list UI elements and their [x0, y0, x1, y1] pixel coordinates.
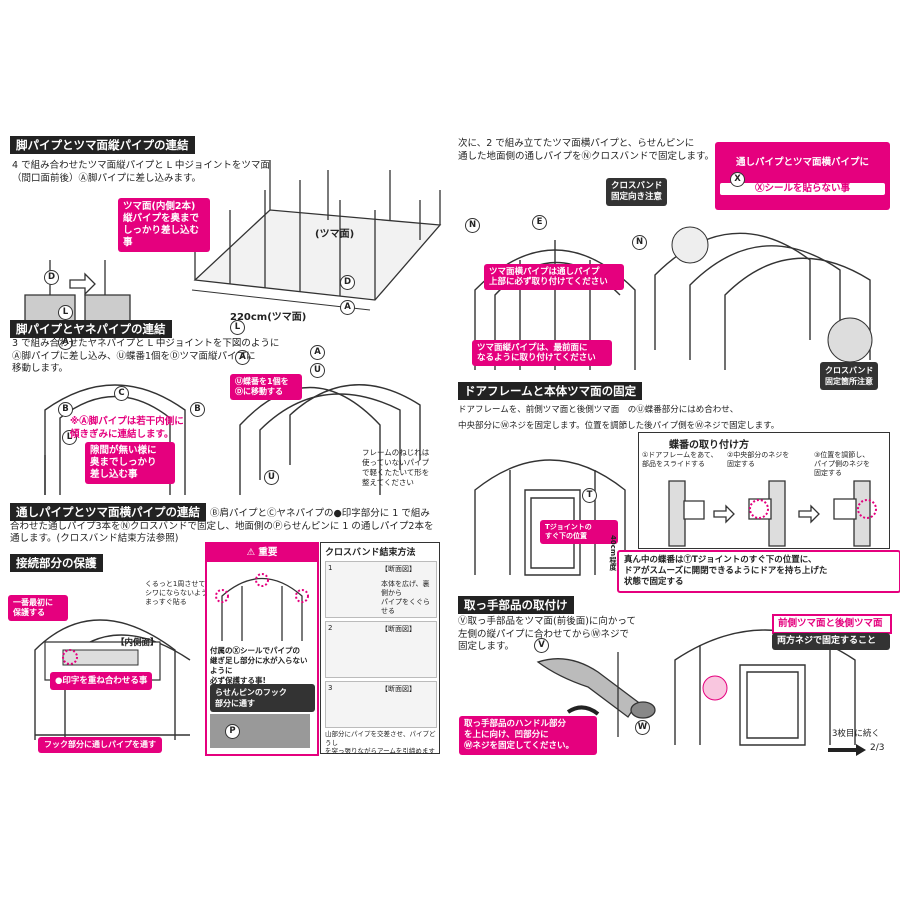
important-header: ⚠ 重要	[207, 544, 317, 562]
part-l-marker: L	[58, 305, 73, 320]
part-e-marker: E	[532, 215, 547, 230]
important-box: ⚠ 重要 付属のⓍシールでパイプの 継ぎ足し部分に水が入らないように 必ず保護す…	[205, 542, 319, 756]
crossband-step2-photo: 2 【断面図】	[325, 621, 437, 678]
section5-body: 次に、2 で組み立てたツマ面横パイプと、らせんピンに 通した地面側の通しパイプを…	[458, 138, 715, 162]
crossband-box: クロスバンド結束方法 1 【断面図】 本体を広げ、裏側から パイプをくぐらせる …	[320, 542, 440, 755]
warn-sub: Ⓧシールを貼らない事	[720, 183, 885, 195]
warn-title: 通しパイプとツマ面横パイプに	[735, 157, 869, 168]
crossband-step3-text: 山部分にパイプを交差させ、パイプどうし を突っ張りながらアームを引締めます	[325, 730, 436, 755]
part-a-marker-2: A	[340, 300, 355, 315]
both-screws-label: 両方ネジで固定すること	[772, 633, 890, 650]
section4-title: 接続部分の保護	[10, 554, 103, 572]
part-u-marker: U	[310, 363, 325, 378]
part-p-marker: P	[225, 724, 240, 739]
part-b-marker: B	[58, 402, 73, 417]
step-2-number: 2	[328, 624, 333, 632]
crossband-step1-photo: 1 【断面図】 本体を広げ、裏側から パイプをくぐらせる	[325, 561, 437, 618]
t-joint-label: Tジョイントの すぐ下の位置	[540, 520, 618, 544]
instruction-sheet: 脚パイプとツマ面縦パイプの連結 4 で組み合わせたツマ面縦パイプと L 中ジョイ…	[8, 130, 900, 770]
part-w-marker: W	[635, 720, 650, 735]
important-text: 付属のⓍシールでパイプの 継ぎ足し部分に水が入らないように 必ず保護する事!	[210, 646, 308, 685]
step-3-number: 3	[328, 684, 333, 692]
height-label: 40cm程度	[609, 535, 617, 571]
crossband-step3-photo: 3 【断面図】	[325, 681, 437, 728]
hinge-steps-illustration	[639, 481, 889, 546]
section3-body: Ⓑ肩パイプとⒸヤネパイプの●印字部分に 1 で組み 合わせた通しパイプ3本をⓃク…	[10, 508, 434, 544]
important-frame-icon	[212, 566, 312, 641]
hook-label: フック部分に通しパイプを通す	[38, 737, 162, 753]
spiral-pin-label: らせんピンのフック 部分に通す	[210, 684, 315, 712]
part-d-marker: D	[44, 270, 59, 285]
hinge-step2: ②中央部分のネジを 固定する	[727, 451, 790, 468]
part-a-marker-4: A	[310, 345, 325, 360]
crossband-view-label-3: 【断面図】	[381, 685, 416, 693]
part-n-marker-2: N	[632, 235, 647, 250]
section1-callout: ツマ面(内側2本) 縦パイプを奥まで しっかり差し込む事	[118, 198, 210, 252]
section3-title: 通しパイプとツマ面横パイプの連結	[10, 503, 206, 521]
page-number: 2/3	[870, 743, 885, 753]
hinge-step3: ③位置を調節し、 パイプ側のネジを 固定する	[814, 451, 870, 477]
align-label: ●印字を重ね合わせる事	[50, 672, 153, 690]
face-label: (ツマ面)	[315, 229, 355, 240]
front-back-label: 前側ツマ面と後側ツマ面	[772, 614, 892, 634]
part-n-marker: N	[465, 218, 480, 233]
hinge-step1: ①ドアフレームをあて、 部品をスライドする	[642, 451, 718, 468]
front-callout: ツマ面縦パイプは、最前面に なるように取り付けてください	[472, 340, 612, 366]
section1-body: 4 で組み合わせたツマ面縦パイプと L 中ジョイントをツマ面 （間口面前後）Ⓐ脚…	[12, 160, 270, 184]
section2-note: ※Ⓐ脚パイプは若干内側に 傾きぎみに連結します。	[70, 416, 184, 440]
part-u-marker-2: U	[264, 470, 279, 485]
next-arrow-icon	[828, 744, 866, 756]
part-x-marker: X	[730, 172, 745, 187]
part-l-marker-3: L	[62, 430, 77, 445]
first-protect-label: 一番最初に 保護する	[8, 595, 68, 621]
hinge-title: 蝶番の取り付け方	[669, 436, 749, 451]
dimension-label: 220cm(ツマ面)	[230, 312, 307, 323]
next-page-label: 3枚目に続く	[832, 729, 880, 739]
handle-callout: 取っ手部品のハンドル部分 を上に向け、凹部分に Ⓦネジを固定してください。	[459, 716, 597, 755]
crossband-view-label-2: 【断面図】	[381, 625, 416, 633]
cross-note: クロスバンド 固定向き注意	[606, 178, 668, 206]
inner-side-label: 【内側面】	[116, 638, 159, 648]
section1-title: 脚パイプとツマ面縦パイプの連結	[10, 136, 195, 154]
part-v-marker: V	[534, 638, 549, 653]
section2-body: 3 で組み合わせたヤネパイプと L 中ジョイントを下図のように Ⓐ脚パイプに差し…	[12, 338, 280, 374]
section7-body: Ⓥ取っ手部品をツマ面(前後面)に向かって 左側の縦パイプに合わせてからⓌネジで …	[458, 616, 636, 652]
section2-callout: 隙間が無い様に 奥までしっかり 差し込む事	[85, 442, 175, 484]
part-t-marker: T	[582, 488, 597, 503]
section6-title: ドアフレームと本体ツマ面の固定	[458, 382, 643, 400]
section6-body: ドアフレームを、前側ツマ面と後側ツマ面 のⓊ蝶番部分にはめ合わせ、 中央部分にⓌ…	[458, 405, 780, 431]
part-a-marker-3: A	[235, 350, 250, 365]
part-b-marker-2: B	[190, 402, 205, 417]
ground-photo: P	[210, 714, 310, 748]
middle-hinge-callout: 真ん中の蝶番はⓉTジョイントのすぐ下の位置に、 ドアがスムーズに開閉できるように…	[617, 550, 900, 593]
hinge-move-callout: Ⓤ蝶番を1個を Ⓓに移動する	[230, 374, 302, 400]
handle-part-illustration	[528, 642, 656, 737]
crossband-step1-text: 本体を広げ、裏側から パイプをくぐらせる	[381, 580, 430, 615]
tent-front-illustration	[670, 610, 860, 745]
crossband-view-label-1: 【断面図】	[381, 565, 416, 573]
section7-title: 取っ手部品の取付け	[458, 596, 574, 614]
twist-note: フレームのねじれは 使っていないパイプ で軽くたたいて形を 整えてください	[362, 448, 430, 487]
top-callout: ツマ面横パイプは通しパイプ 上部に必ず取り付けてください	[484, 264, 624, 290]
part-l-marker-2: L	[230, 320, 245, 335]
fix-note: クロスバンド 固定箇所注意	[820, 362, 879, 390]
section2-title: 脚パイプとヤネパイプの連結	[10, 320, 172, 338]
hinge-howto-box: 蝶番の取り付け方 ①ドアフレームをあて、 部品をスライドする ②中央部分のネジを…	[638, 432, 890, 549]
crossband-title: クロスバンド結束方法	[325, 548, 416, 558]
step-1-number: 1	[328, 564, 333, 572]
part-c-marker: C	[114, 386, 129, 401]
part-d-marker-2: D	[340, 275, 355, 290]
curl-note: くるっと1周させて シワにならないよう まっすぐ貼る	[145, 580, 208, 606]
